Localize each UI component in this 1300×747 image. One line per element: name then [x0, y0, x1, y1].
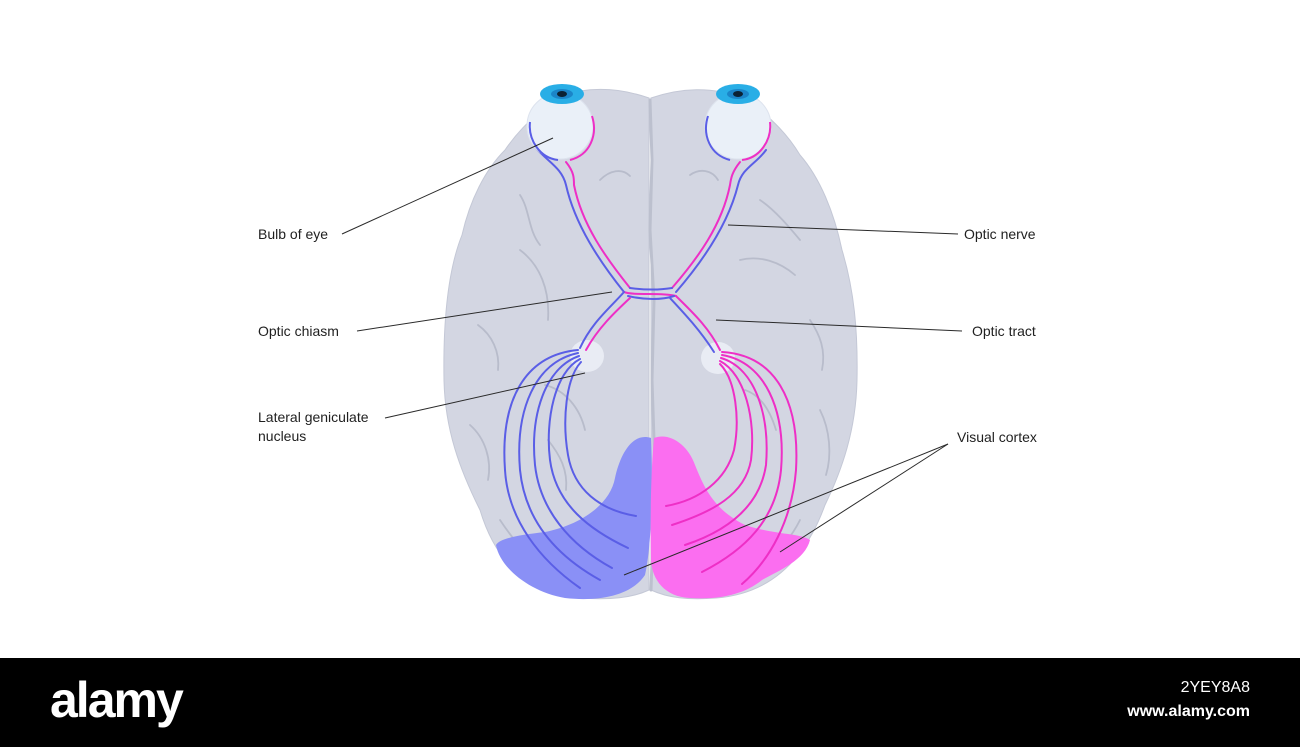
site-url: www.alamy.com [1127, 703, 1250, 720]
leader-optic-chiasm [356, 291, 613, 332]
label-optic-tract: Optic tract [972, 323, 1036, 339]
right-optic-radiations [665, 351, 798, 585]
label-visual-cortex: Visual cortex [957, 429, 1037, 445]
left-lateral-geniculate-nucleus [570, 340, 604, 372]
left-optic-radiations [503, 349, 637, 589]
brand-logo: alamy [50, 672, 184, 728]
label-bulb-of-eye: Bulb of eye [258, 226, 329, 242]
image-id: 2YEY8A8 [1180, 679, 1250, 696]
leader-visual-cortex-2 [779, 443, 949, 553]
visual-pathway-illustration [341, 84, 963, 600]
label-optic-nerve: Optic nerve [964, 226, 1036, 242]
leader-lgn [384, 372, 586, 419]
optic-tracts [579, 291, 721, 353]
stock-footer-bar: alamy 2YEY8A8 www.alamy.com [0, 658, 1300, 747]
leader-bulb-of-eye [341, 137, 554, 235]
label-lgn-line1: Lateral geniculate [258, 409, 369, 425]
leader-lines [341, 137, 963, 576]
label-optic-chiasm: Optic chiasm [258, 323, 339, 339]
leader-optic-tract [715, 319, 963, 332]
leader-optic-nerve [727, 224, 959, 235]
label-lgn-line2: nucleus [258, 428, 307, 444]
right-visual-cortex [650, 436, 810, 599]
right-eye [704, 84, 772, 161]
optic-nerves [535, 147, 767, 293]
left-visual-cortex [496, 437, 652, 600]
leader-visual-cortex-1 [623, 443, 949, 576]
optic-chiasm-fibers [623, 287, 677, 300]
cortical-folds [469, 169, 831, 557]
